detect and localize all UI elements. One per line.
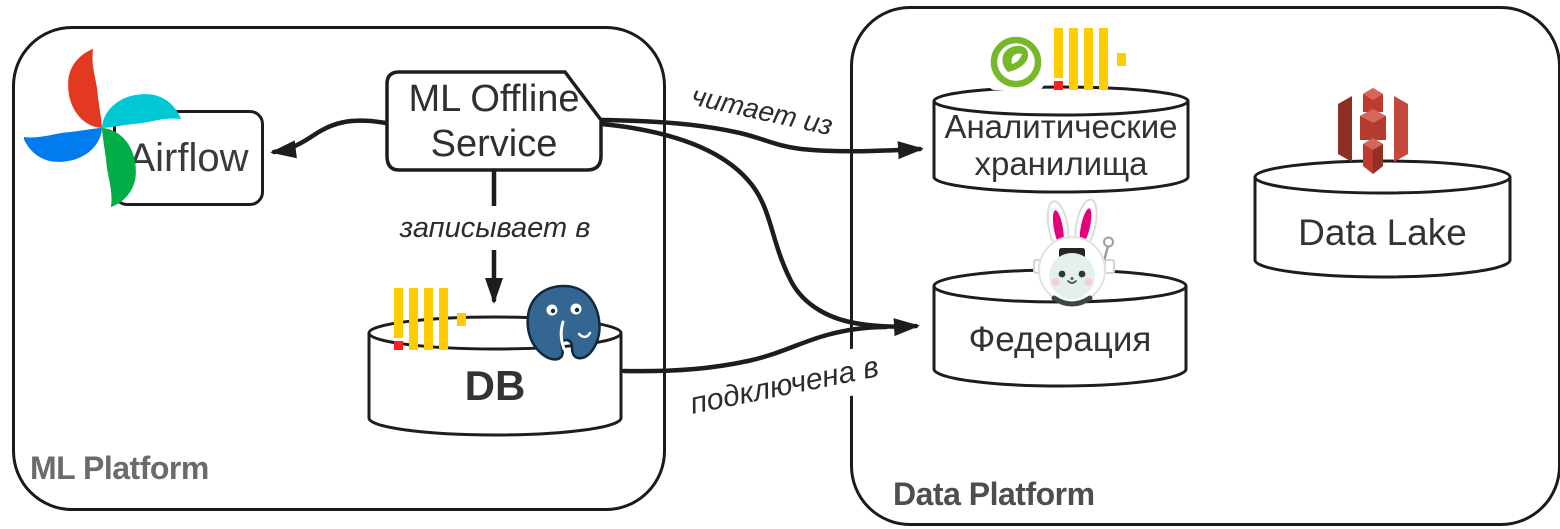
analytical-storages-label: Аналитические хранилища	[932, 108, 1190, 182]
data-platform-label: Data Platform	[893, 476, 1095, 512]
clickhouse-logo-analytical	[1054, 28, 1126, 90]
edge-db-connected-to	[621, 324, 889, 374]
node-federation-cylinder	[932, 268, 1188, 388]
analytical-storages-line2: хранилища	[974, 145, 1148, 182]
airflow-label: Airflow	[128, 135, 249, 180]
ml-platform-container	[12, 26, 666, 511]
greenplum-logo	[988, 34, 1044, 90]
trino-bunny-logo	[1033, 198, 1115, 307]
data-lake-label: Data Lake	[1298, 212, 1467, 253]
edge-service-to-airflow	[270, 118, 389, 159]
airflow-pinwheel-icon	[24, 48, 182, 208]
postgresql-logo	[526, 284, 601, 361]
federation-label: Федерация	[968, 320, 1152, 359]
node-data-lake-cylinder	[1253, 159, 1512, 279]
node-ml-offline-service	[385, 70, 603, 172]
node-analytical-storages-cylinder	[932, 85, 1190, 194]
db-label: DB	[464, 362, 526, 409]
edge-label-writes-to: записывает в	[400, 206, 590, 250]
edge-service-reads-from	[599, 117, 924, 160]
ml-offline-service-label: ML Offline Service	[385, 77, 603, 167]
aws-s3-logo	[1338, 88, 1408, 174]
ml-offline-service-line1: ML Offline	[408, 78, 580, 120]
clickhouse-logo-db	[394, 288, 466, 350]
edge-service-to-federation	[599, 121, 920, 337]
ml-platform-label: ML Platform	[30, 450, 209, 486]
ml-offline-service-line2: Service	[430, 123, 558, 165]
node-airflow: Airflow	[113, 110, 264, 206]
analytical-storages-line1: Аналитические	[944, 108, 1178, 145]
data-platform-container	[850, 6, 1560, 526]
